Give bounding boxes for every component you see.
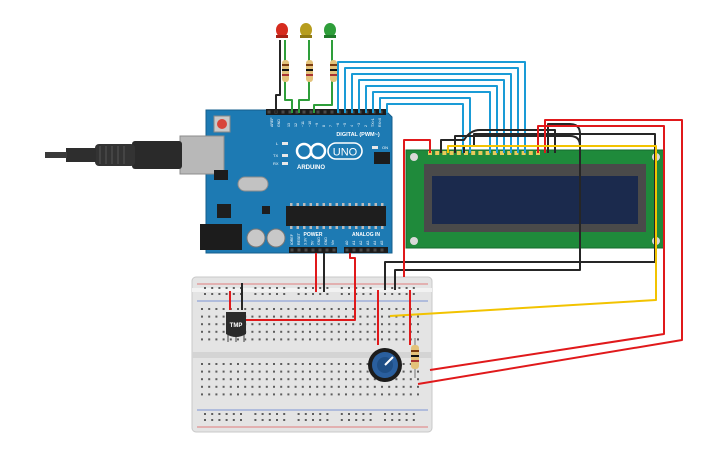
arduino-logo: UNO ARDUINO — [295, 142, 363, 171]
analog-pin-label: A2 — [359, 241, 363, 245]
digital-pin-label: ~11 — [301, 121, 305, 127]
power-pin-label: RESET — [297, 232, 301, 245]
digital-pin-label: ~3 — [357, 123, 361, 127]
l-led-label: L — [276, 141, 279, 146]
arduino-uno-board[interactable]: UNO ARDUINO L TX RX ON DIGITAL (PWM~) PO… — [45, 109, 393, 254]
led-red[interactable] — [276, 23, 288, 38]
potentiometer[interactable] — [368, 348, 402, 382]
led-yellow[interactable] — [300, 23, 312, 38]
usb-port — [179, 135, 225, 175]
analog-label: ANALOG IN — [352, 232, 380, 238]
digital-pin-label: ~9 — [315, 123, 319, 127]
analog-header — [344, 247, 388, 253]
on-led-label: ON — [382, 145, 388, 150]
power-pin-label: Vin — [331, 240, 335, 245]
digital-pin-label: 2 — [364, 125, 368, 127]
digital-pin-label: ~6 — [336, 123, 340, 127]
lcd-display[interactable] — [405, 149, 665, 249]
power-label: POWER — [304, 232, 323, 238]
digital-pin-label: 13 — [287, 123, 291, 127]
microcontroller-chip — [286, 206, 386, 226]
digital-pin-label: ~10 — [308, 121, 312, 127]
digital-label: DIGITAL (PWM~) — [336, 132, 380, 138]
power-pin-label: IOREF — [290, 233, 294, 245]
sensor-label: TMP — [230, 323, 243, 329]
analog-pin-label: A0 — [345, 241, 349, 245]
temperature-sensor[interactable]: TMP — [226, 312, 246, 342]
digital-pin-label: 8 — [322, 125, 326, 127]
digital-pin-label: ~5 — [343, 123, 347, 127]
header-pin-label: AREF — [270, 117, 274, 127]
digital-pin-label: TX>1 — [371, 118, 375, 127]
resistor-breadboard[interactable] — [411, 338, 419, 378]
header-pin-label: GND — [277, 119, 281, 127]
digital-pin-label: 4 — [350, 125, 354, 127]
power-pin-label: GND — [317, 237, 321, 245]
breadboard[interactable] — [191, 276, 433, 433]
board-model: UNO — [333, 147, 358, 159]
power-pin-label: 3.3V — [304, 237, 308, 245]
led-green[interactable] — [324, 23, 336, 38]
analog-pin-label: A4 — [373, 241, 377, 245]
digital-pin-label: RX<0 — [378, 118, 382, 127]
tx-led-label: TX — [273, 153, 278, 158]
resistor-led-green[interactable] — [330, 60, 337, 82]
analog-pin-label: A3 — [366, 241, 370, 245]
lcd-screen — [432, 176, 638, 224]
resistor-led-yellow[interactable] — [306, 60, 313, 82]
power-pin-label: GND — [324, 237, 328, 245]
board-brand: ARDUINO — [297, 165, 325, 171]
usb-cable — [45, 141, 182, 169]
analog-pin-label: A1 — [352, 241, 356, 245]
resistor-led-red[interactable] — [282, 60, 289, 82]
digital-pin-label: 12 — [294, 123, 298, 127]
digital-pin-label: 7 — [329, 125, 333, 127]
analog-pin-label: A5 — [380, 241, 384, 245]
rx-led-label: RX — [273, 161, 279, 166]
power-pin-label: 5V — [310, 240, 314, 245]
power-jack — [200, 224, 242, 250]
